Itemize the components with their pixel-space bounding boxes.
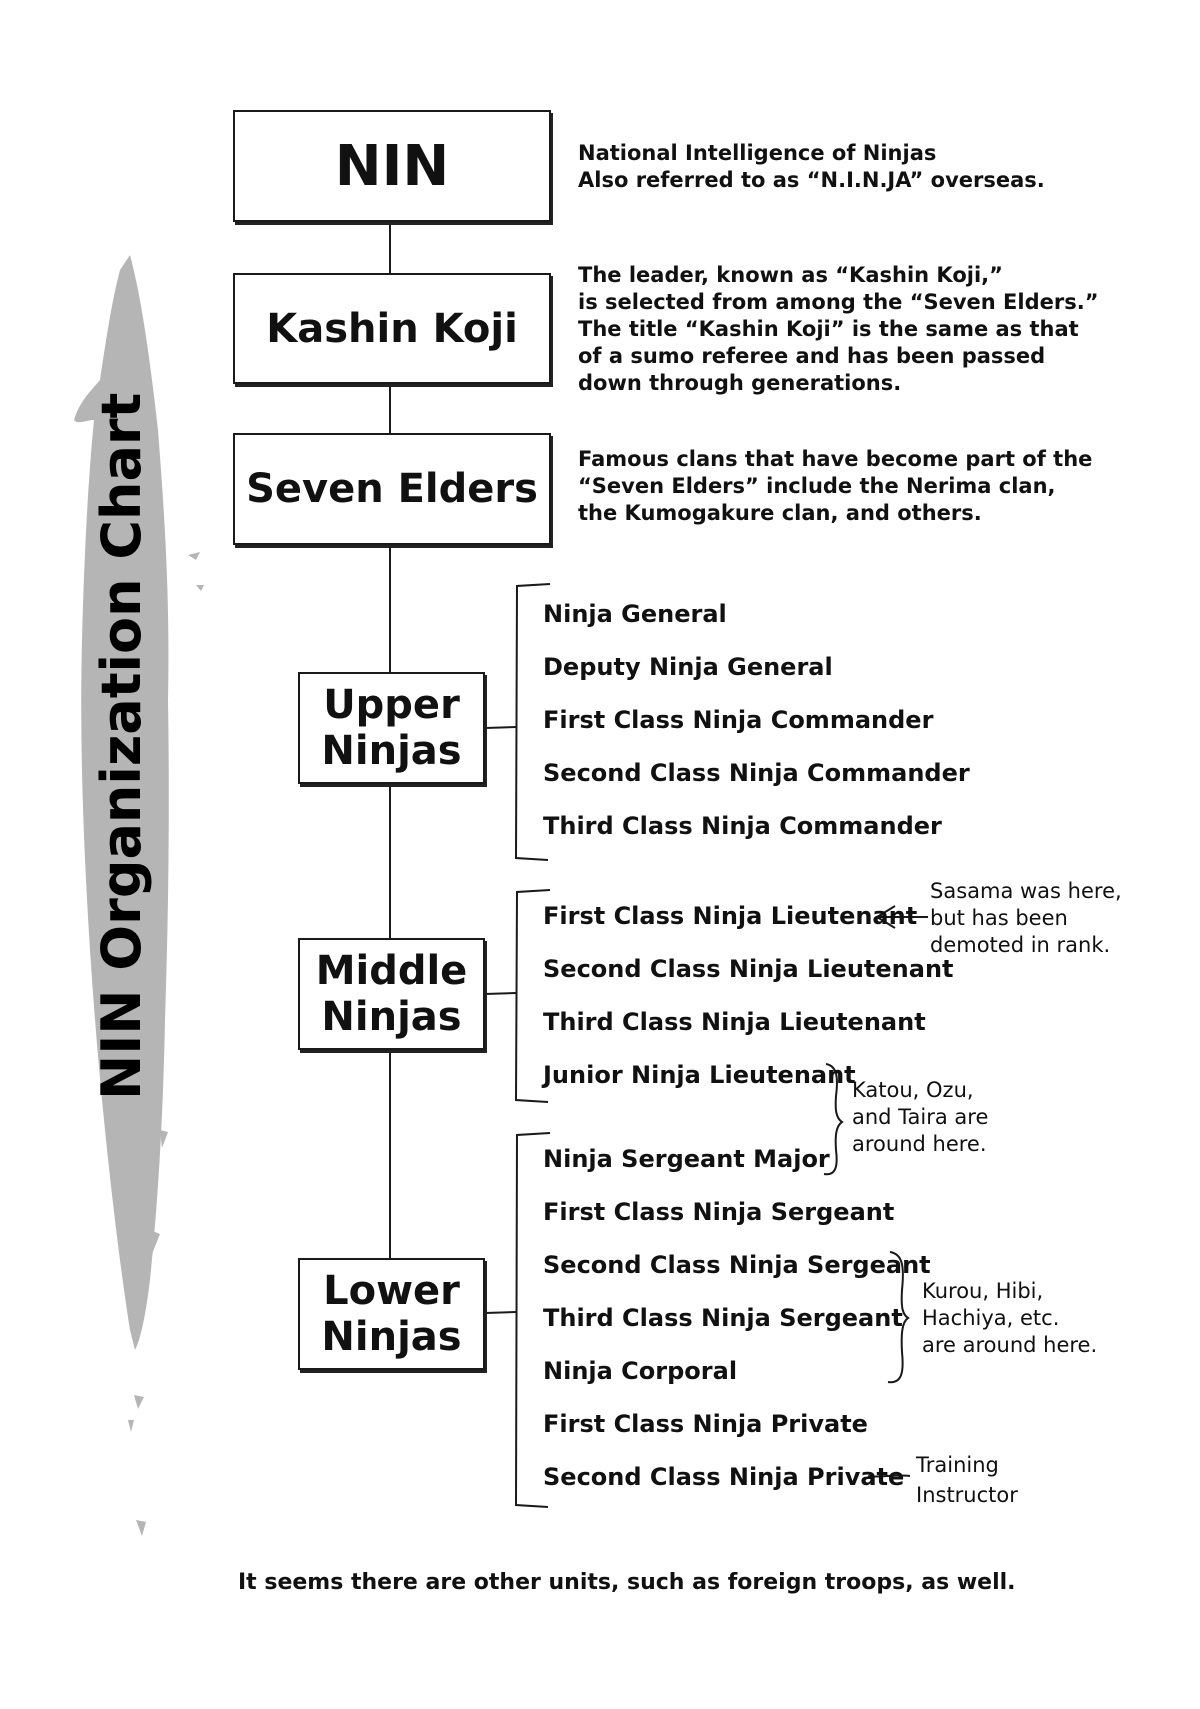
rank-item: Second Class Ninja Private <box>543 1463 905 1491</box>
note-sasama: Sasama was here, but has been demoted in… <box>930 879 1122 957</box>
rank-item: Ninja Corporal <box>543 1357 738 1385</box>
note-katou: Katou, Ozu, and Taira are around here. <box>852 1078 989 1156</box>
box-lower-ninjas: Lower Ninjas <box>298 1258 485 1370</box>
box-upper-ninjas: Upper Ninjas <box>298 672 485 784</box>
box-nin: NIN <box>233 110 551 222</box>
description-seven-elders: Famous clans that have become part of th… <box>578 447 1093 525</box>
footer-note: It seems there are other units, such as … <box>238 1570 1016 1595</box>
note-training: Training Instructor <box>916 1453 1018 1507</box>
rank-item: Third Class Ninja Lieutenant <box>543 1008 926 1036</box>
box-middle-ninjas-line-2: Ninjas <box>321 994 462 1040</box>
rank-item: Second Class Ninja Sergeant <box>543 1251 931 1279</box>
brush-stroke <box>74 255 169 1350</box>
box-middle-ninjas-line-1: Middle <box>315 948 468 994</box>
box-kashin-koji: Kashin Koji <box>233 273 551 384</box>
rank-item: First Class Ninja Private <box>543 1410 868 1438</box>
rank-item: Ninja Sergeant Major <box>543 1145 830 1173</box>
rank-item: First Class Ninja Sergeant <box>543 1198 895 1226</box>
rank-item: Third Class Ninja Sergeant <box>543 1304 903 1332</box>
box-middle-ninjas: Middle Ninjas <box>298 938 485 1050</box>
box-seven-elders-label: Seven Elders <box>246 466 538 512</box>
box-seven-elders: Seven Elders <box>233 433 551 545</box>
box-lower-ninjas-line-2: Ninjas <box>321 1314 462 1360</box>
rank-item: First Class Ninja Commander <box>543 706 934 734</box>
box-upper-ninjas-line-1: Upper <box>323 682 460 728</box>
description-kashin-koji: The leader, known as “Kashin Koji,” is s… <box>578 263 1099 395</box>
box-kashin-koji-label: Kashin Koji <box>266 305 518 352</box>
rank-item: Junior Ninja Lieutenant <box>543 1061 856 1089</box>
note-kurou: Kurou, Hibi, Hachiya, etc. are around he… <box>922 1279 1098 1357</box>
rank-item: Second Class Ninja Lieutenant <box>543 955 954 983</box>
rank-item: Ninja General <box>543 600 727 628</box>
rank-item: Second Class Ninja Commander <box>543 759 970 787</box>
description-nin: National Intelligence of Ninjas Also ref… <box>578 141 1045 192</box>
box-nin-label: NIN <box>334 133 450 199</box>
rank-item: Third Class Ninja Commander <box>543 812 942 840</box>
chart-title: NIN Organization Chart <box>90 392 153 1100</box>
box-lower-ninjas-line-1: Lower <box>323 1268 460 1314</box>
box-upper-ninjas-line-2: Ninjas <box>321 728 462 774</box>
rank-item: First Class Ninja Lieutenant <box>543 902 918 930</box>
rank-item: Deputy Ninja General <box>543 653 833 681</box>
